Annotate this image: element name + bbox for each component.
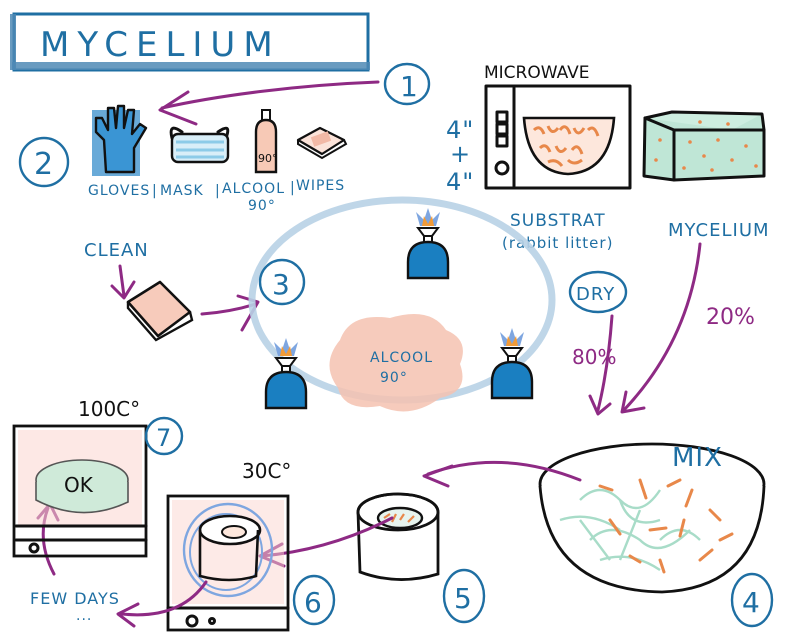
arrow-wipe-to-step3 [200,302,258,316]
step-number-6: 6 [292,574,336,626]
mix-label: MIX [672,443,723,473]
arrow-head [422,464,454,488]
arrow-head [620,390,646,414]
substrate-label: SUBSTRAT [510,211,606,231]
svg-text:3: 3 [272,268,291,301]
svg-text:4": 4" [446,116,474,144]
supply-label-gloves: GLOVES [88,183,150,199]
svg-text:4: 4 [742,586,761,619]
incubator-icon [166,494,290,632]
svg-text:2: 2 [34,147,54,182]
step-number-4: 4 [730,572,774,628]
step-number-5: 5 [442,568,486,624]
mixing-bowl-icon: MIX [538,442,766,594]
supply-label-wipes: WIPES [296,178,345,194]
arrow-head [116,602,140,628]
substrate-block-icon [642,110,766,182]
step-number-7: 7 [144,416,184,456]
jar-icon [356,492,440,581]
arrow-head [158,90,198,126]
title-box: MYCELIUM [10,12,370,72]
arrow-head [236,294,260,332]
wipe-icon [126,280,194,342]
duration-ellipsis: ... [76,608,92,624]
duration-label: FEW DAYS [30,589,120,608]
oven-temperature: 100C° [78,397,140,421]
svg-text:DRY: DRY [576,284,615,305]
svg-text:1: 1 [400,70,419,103]
mycelium-percent: 20% [706,305,755,330]
svg-text:|: | [152,183,158,199]
svg-text:90°: 90° [258,152,278,165]
supplies-labels: GLOVES | MASK | ALCOOL | WIPES 90° [88,178,345,214]
result-label: OK [64,473,94,497]
incubator-temperature: 30C° [242,459,291,483]
dry-badge: DRY [568,270,628,314]
svg-text:6: 6 [304,586,323,619]
burner-icon-left [264,338,308,410]
step-number-3: 3 [258,258,306,306]
supply-label-mask: MASK [160,183,204,199]
svg-text:|: | [290,180,296,196]
wipes-icon [296,126,348,160]
arrow-mycelium-to-mix [622,242,702,412]
mask-icon [169,126,230,164]
page-title: MYCELIUM [40,25,281,65]
svg-text:7: 7 [156,424,172,452]
supply-label-alcool-degree: 90° [248,198,276,214]
microwave-label: MICROWAVE [484,63,590,83]
oven-icon: OK [12,424,148,558]
svg-text:5: 5 [454,582,473,615]
step-number-2: 2 [18,136,70,188]
microwave-icon [484,84,632,190]
alcool-degree: 90° [380,370,408,386]
cooking-time: 4" + 4" [446,116,474,196]
clean-label: CLEAN [84,240,149,261]
arrow-dry-to-mix [596,314,614,412]
alcool-label: ALCOOL [370,350,433,366]
alcohol-bottle-icon: 90° [254,109,278,174]
burner-icon-top [406,208,450,280]
glove-icon [92,104,148,176]
svg-text:4": 4" [446,168,474,196]
arrow-head [588,394,612,416]
mycelium-ingredient-label: MYCELIUM [668,220,770,241]
alcohol-pool: ALCOOL 90° [329,314,463,412]
step-number-1: 1 [383,62,431,106]
burner-icon-right [490,328,534,400]
arrow-step1-to-supplies [160,80,380,110]
arrow-incubator-to-days [120,580,208,617]
svg-text:+: + [450,140,471,168]
arrow-clean-down [110,264,136,300]
supply-label-alcool: ALCOOL [222,181,285,197]
svg-text:|: | [215,183,221,199]
